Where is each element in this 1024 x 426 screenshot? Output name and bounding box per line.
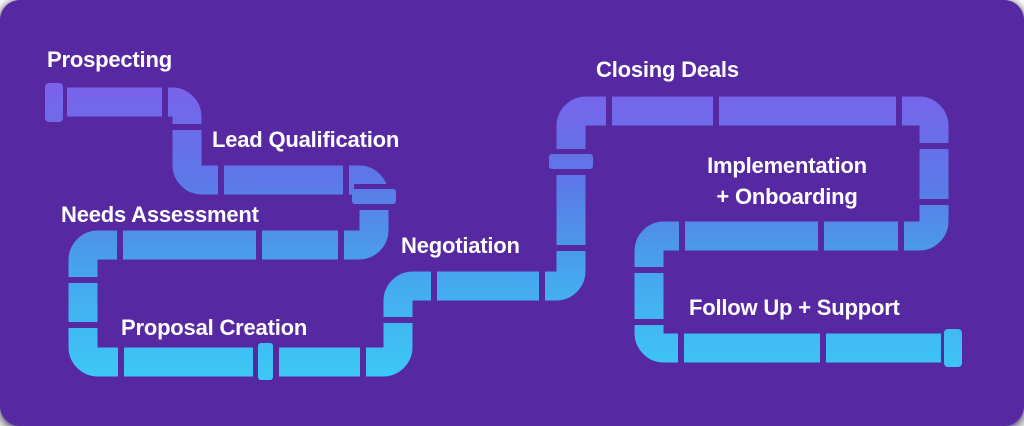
stage-label-lead-qualification: Lead Qualification — [212, 127, 400, 152]
pipe-joint-cuts — [65, 84, 952, 380]
stage-label-follow-up-support: Follow Up + Support — [689, 295, 900, 320]
stage-label-implementation-onboarding: Implementation + Onboarding — [707, 153, 867, 209]
stage-label-negotiation: Negotiation — [401, 233, 520, 258]
stage-label-prospecting: Prospecting — [47, 47, 172, 72]
pipe-flanges — [253, 149, 593, 380]
pipe-path — [67, 87, 949, 377]
stage-label-proposal-creation: Proposal Creation — [121, 315, 308, 340]
pipe-start-cap — [45, 83, 63, 122]
stage-label-needs-assessment: Needs Assessment — [61, 202, 259, 227]
stage-label-closing-deals: Closing Deals — [596, 57, 739, 82]
pipe-end-cap — [944, 329, 962, 367]
